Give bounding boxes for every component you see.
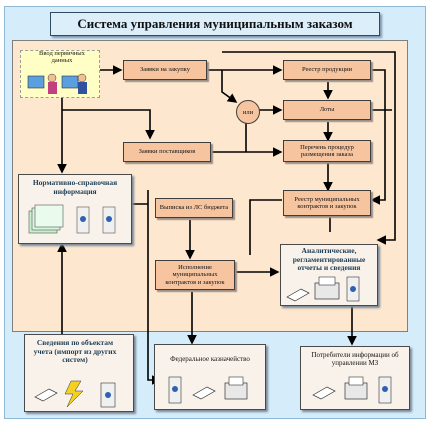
panel-potrebiteli: Потребители информации об управлении МЗ (300, 346, 410, 410)
printer-icon (286, 276, 360, 302)
panel-analitika: Аналитические, регламентированные отчеты… (280, 244, 378, 306)
node-zayavki-postavshchikov: Заявки поставщиков (123, 142, 211, 162)
user-icon (27, 73, 87, 94)
node-loty: Лоты (283, 100, 371, 120)
panel-svedeniya-title: Сведения по объектам учета (импорт из др… (33, 338, 117, 365)
node-reestr-produkcii: Реестр продукции (283, 60, 371, 80)
panel-normativ: Нормативно-справочная информация (18, 174, 132, 244)
panel-kaznacheystvo: Федеральное казначейство (154, 344, 266, 410)
node-ili: или (236, 100, 260, 124)
panel-normativ-title: Нормативно-справочная информация (32, 178, 118, 196)
panel-kaznacheystvo-title: Федеральное казначейство (170, 355, 250, 363)
diagram-title: Система управления муниципальным заказом (50, 12, 380, 36)
panel-svedeniya: Сведения по объектам учета (импорт из др… (24, 334, 134, 412)
document-stack-icon (28, 204, 116, 234)
node-reestr-kontraktov: Реестр муниципальных контрактов и закупо… (283, 190, 371, 216)
node-ispolnenie: Исполнение муниципальных контрактов и за… (155, 260, 235, 290)
node-vypiska: Выписка из ЛС бюджета (155, 198, 233, 218)
node-perechen: Перечень процедур размещения заказа (283, 140, 371, 162)
panel-potrebiteli-title: Потребители информации об управлении МЗ (311, 351, 399, 368)
panel-analitika-title: Аналитические, регламентированные отчеты… (292, 246, 366, 273)
input-area (20, 50, 100, 98)
server-icon (168, 376, 248, 404)
node-zayavki-zakupku: Заявки на закупку (123, 60, 207, 80)
lightning-icon (34, 380, 116, 408)
folder-icon (312, 376, 392, 404)
input-label: Ввод первичных данных (39, 50, 85, 65)
